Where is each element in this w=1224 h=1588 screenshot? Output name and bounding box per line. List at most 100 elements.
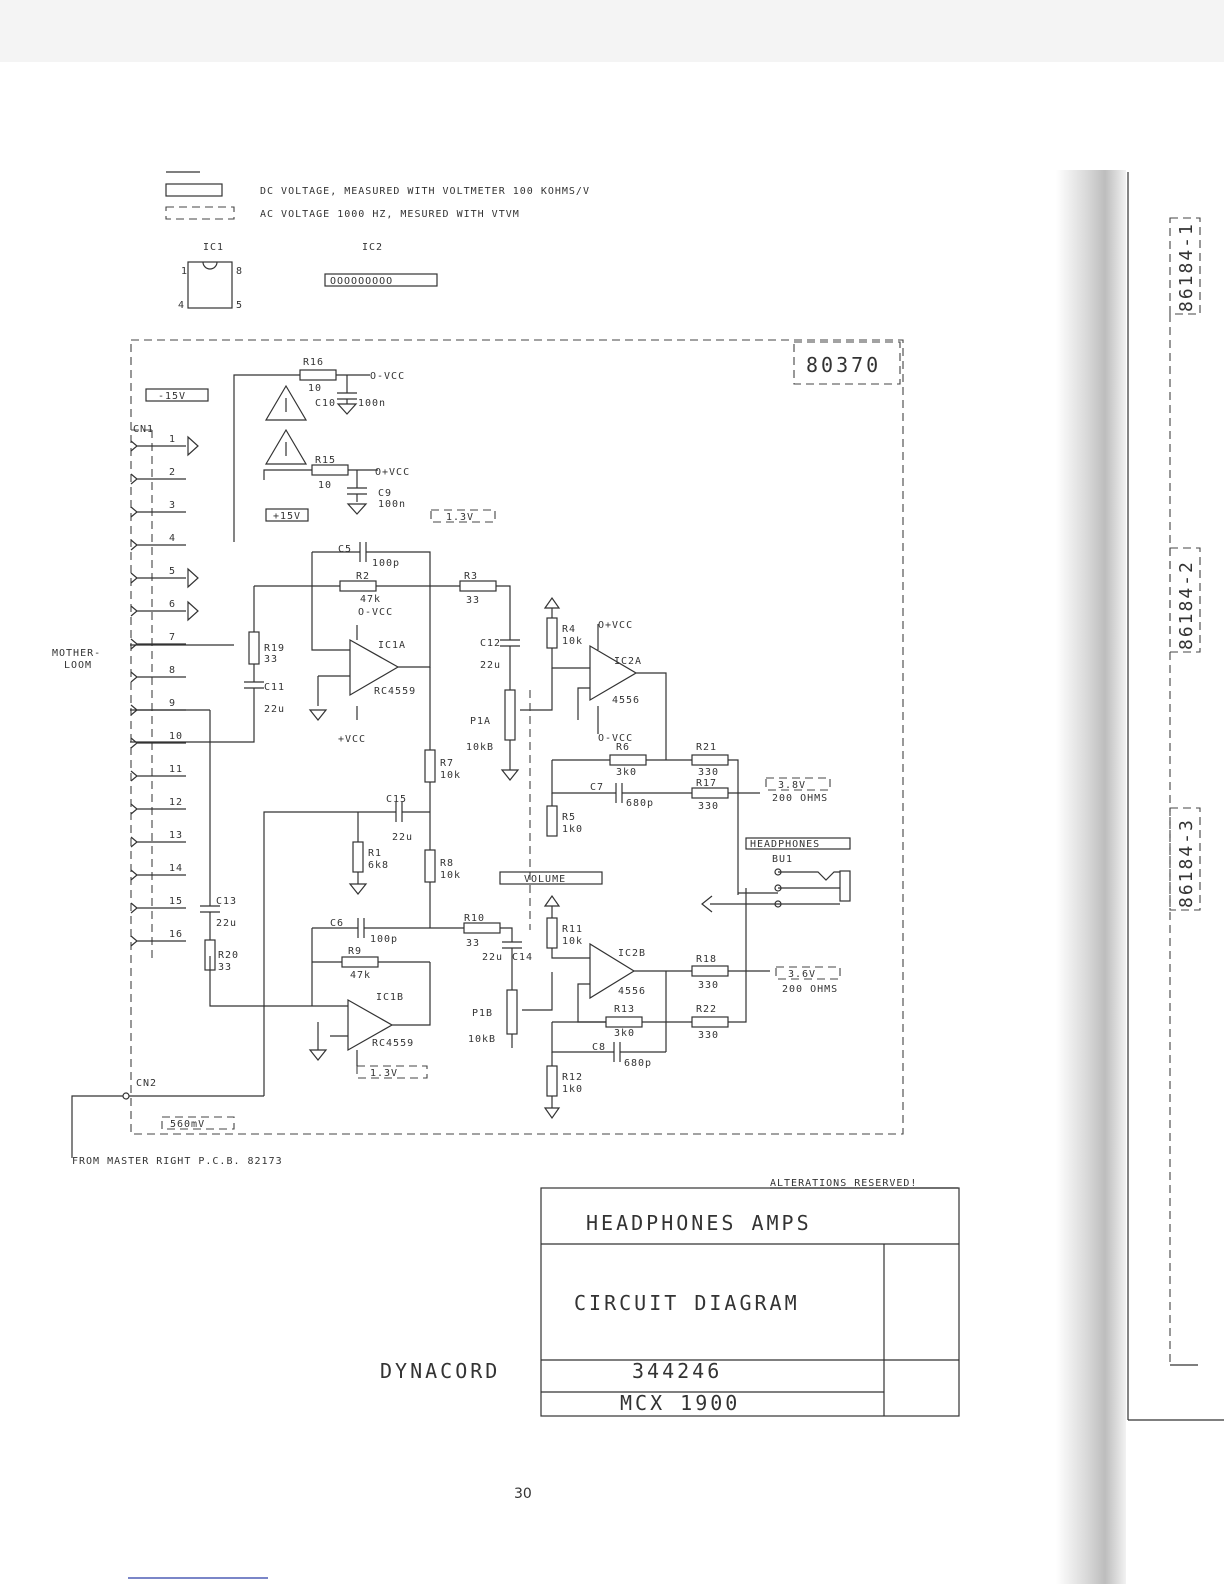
cn1-pin-13: 13	[130, 830, 186, 848]
svg-text:10k: 10k	[562, 636, 583, 647]
svg-text:RC4559: RC4559	[372, 1038, 414, 1049]
svg-text:200 OHMS: 200 OHMS	[782, 984, 838, 995]
svg-text:R22: R22	[696, 1004, 717, 1015]
svg-text:22u: 22u	[216, 918, 237, 929]
cn1-pin-9: 9	[130, 698, 186, 716]
svg-text:R10: R10	[464, 913, 485, 924]
r5-resistor	[546, 805, 558, 837]
svg-text:C12: C12	[480, 638, 501, 649]
svg-text:R18: R18	[696, 954, 717, 965]
p1a-potentiometer	[504, 689, 516, 741]
ground-icon	[500, 769, 520, 781]
r16-resistor	[299, 369, 337, 381]
voltage-13b: 1.3V	[370, 1068, 398, 1079]
cn1-label: CN1	[133, 424, 154, 435]
r4-resistor	[546, 617, 558, 649]
svg-text:RC4559: RC4559	[374, 686, 416, 697]
cn1-pin-number: 5	[169, 566, 176, 577]
svg-text:R11: R11	[562, 924, 583, 935]
ic2-package-icon	[324, 273, 438, 287]
ground-icon	[348, 883, 368, 895]
svg-text:R12: R12	[562, 1072, 583, 1083]
cn1-pin-number: 2	[169, 467, 176, 478]
svg-text:1: 1	[181, 266, 188, 277]
cn1-pin-7: 7	[130, 632, 186, 650]
c13-capacitor	[130, 709, 220, 940]
warning-triangle-icon	[264, 428, 308, 465]
voltage-13b-box	[356, 1065, 428, 1079]
voltage-neg15-box	[145, 388, 209, 402]
svg-text:P1A: P1A	[470, 716, 491, 727]
cn1-pin-number: 15	[169, 896, 183, 907]
svg-text:C5: C5	[338, 544, 352, 555]
svg-text:C7: C7	[590, 782, 604, 793]
cn1-pin-number: 13	[169, 830, 183, 841]
c8-capacitor	[551, 1022, 666, 1062]
r9-resistor	[341, 956, 379, 968]
cn2-label: CN2	[136, 1078, 157, 1089]
svg-text:4556: 4556	[618, 986, 646, 997]
r3-resistor	[459, 580, 497, 592]
svg-text:10k: 10k	[562, 936, 583, 947]
svg-text:BU1: BU1	[772, 854, 793, 865]
svg-text:680p: 680p	[626, 798, 654, 809]
r11-resistor	[546, 917, 558, 949]
svg-text:R13: R13	[614, 1004, 635, 1015]
cn1-pin-number: 11	[169, 764, 183, 775]
cn1-pin-number: 12	[169, 797, 183, 808]
ground-arrow-icon	[701, 895, 713, 913]
volume-label: VOLUME	[524, 874, 566, 885]
legend-ac-symbol	[165, 206, 235, 220]
cn1-pin-4: 4	[130, 533, 186, 551]
svg-text:10kB: 10kB	[466, 742, 494, 753]
ground-icon	[336, 403, 358, 415]
r13-resistor	[605, 1016, 643, 1028]
svg-text:4556: 4556	[612, 695, 640, 706]
voltage-13a: 1.3V	[446, 512, 474, 523]
svg-text:R5: R5	[562, 812, 576, 823]
svg-text:10k: 10k	[440, 770, 461, 781]
cn1-pin-16: 16	[130, 929, 186, 947]
c15-capacitor	[263, 802, 430, 1096]
svg-text:33: 33	[264, 654, 278, 665]
drawing-number: 344246	[632, 1359, 722, 1383]
c5-capacitor	[359, 542, 367, 562]
cn1-pin-number: 14	[169, 863, 183, 874]
cn1-pin-number: 6	[169, 599, 176, 610]
svg-text:R19: R19	[264, 643, 285, 654]
cn1-pin-5: 5	[130, 566, 199, 589]
svg-text:8: 8	[236, 266, 243, 277]
svg-text:3k0: 3k0	[614, 1028, 635, 1039]
voltage-36-box	[775, 966, 841, 980]
svg-text:C10: C10	[315, 398, 336, 409]
model-name: MCX 1900	[620, 1391, 740, 1415]
supply-arrow-icon	[543, 894, 561, 907]
voltage-pos15-box	[265, 508, 309, 522]
r17-resistor	[691, 787, 729, 799]
legend: DC VOLTAGE, MEASURED WITH VOLTMETER 100 …	[165, 171, 589, 311]
cn1-pin-2: 2	[130, 467, 186, 485]
svg-text:47k: 47k	[350, 970, 371, 981]
svg-text:+VCC: +VCC	[338, 734, 366, 745]
svg-text:R2: R2	[356, 571, 370, 582]
svg-text:330: 330	[698, 801, 719, 812]
voltage-mv-box	[161, 1116, 235, 1130]
svg-text:10k: 10k	[440, 870, 461, 881]
r15-resistor	[311, 464, 349, 476]
svg-text:O+VCC: O+VCC	[375, 467, 410, 478]
ic2b-opamp-icon	[589, 942, 636, 1000]
cn1-pin-number: 7	[169, 632, 176, 643]
svg-text:O+VCC: O+VCC	[598, 620, 633, 631]
c11-capacitor	[244, 681, 264, 689]
svg-text:33: 33	[466, 595, 480, 606]
r19-resistor	[248, 631, 260, 665]
warning-triangle-icon	[264, 384, 308, 421]
board-number: 80370	[806, 353, 881, 377]
r22-resistor	[691, 1016, 729, 1028]
svg-text:1k0: 1k0	[562, 1084, 583, 1095]
side-label-3: 86184-3	[1176, 818, 1197, 908]
legend-ac-text: AC VOLTAGE 1000 HZ, MESURED WITH VTVM	[260, 209, 520, 220]
r10-resistor	[463, 922, 501, 934]
cn1-pin-number: 4	[169, 533, 176, 544]
svg-text:R4: R4	[562, 624, 576, 635]
